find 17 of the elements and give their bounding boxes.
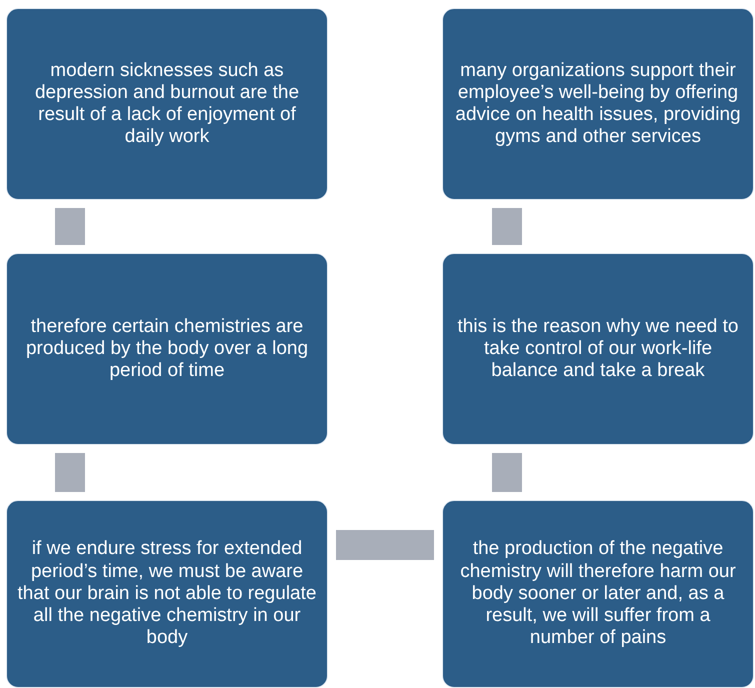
connector-bar [492, 453, 522, 492]
box-text: therefore certain chemistries are produced by the body over a long period of time [24, 316, 310, 382]
connector-bar [55, 453, 85, 492]
connector-bar [55, 208, 85, 245]
process-box [442, 8, 754, 200]
process-box [6, 8, 328, 200]
connector-bar [492, 208, 522, 245]
process-box [6, 500, 328, 688]
process-box [442, 253, 754, 445]
box-text: many organizations support their employee’s well-being by offering advice on health issues, providing gyms and other services [454, 60, 742, 148]
process-box [6, 253, 328, 445]
process-box [442, 500, 754, 688]
box-text: modern sicknesses such as depression and burnout are the result of a lack of enjoyment of daily work [34, 60, 300, 148]
box-text: if we endure stress for extended period’s time, we must be aware that our brain is not able to regulate all the negative chemistry in our body [17, 538, 317, 650]
box-text: the production of the negative chemistry will therefore harm our body sooner or later and, as a result, we will suffer from a number of pains [459, 538, 737, 650]
connector-bar [336, 530, 434, 560]
box-text: this is the reason why we need to take control of our work-life balance and take a break [456, 316, 740, 382]
